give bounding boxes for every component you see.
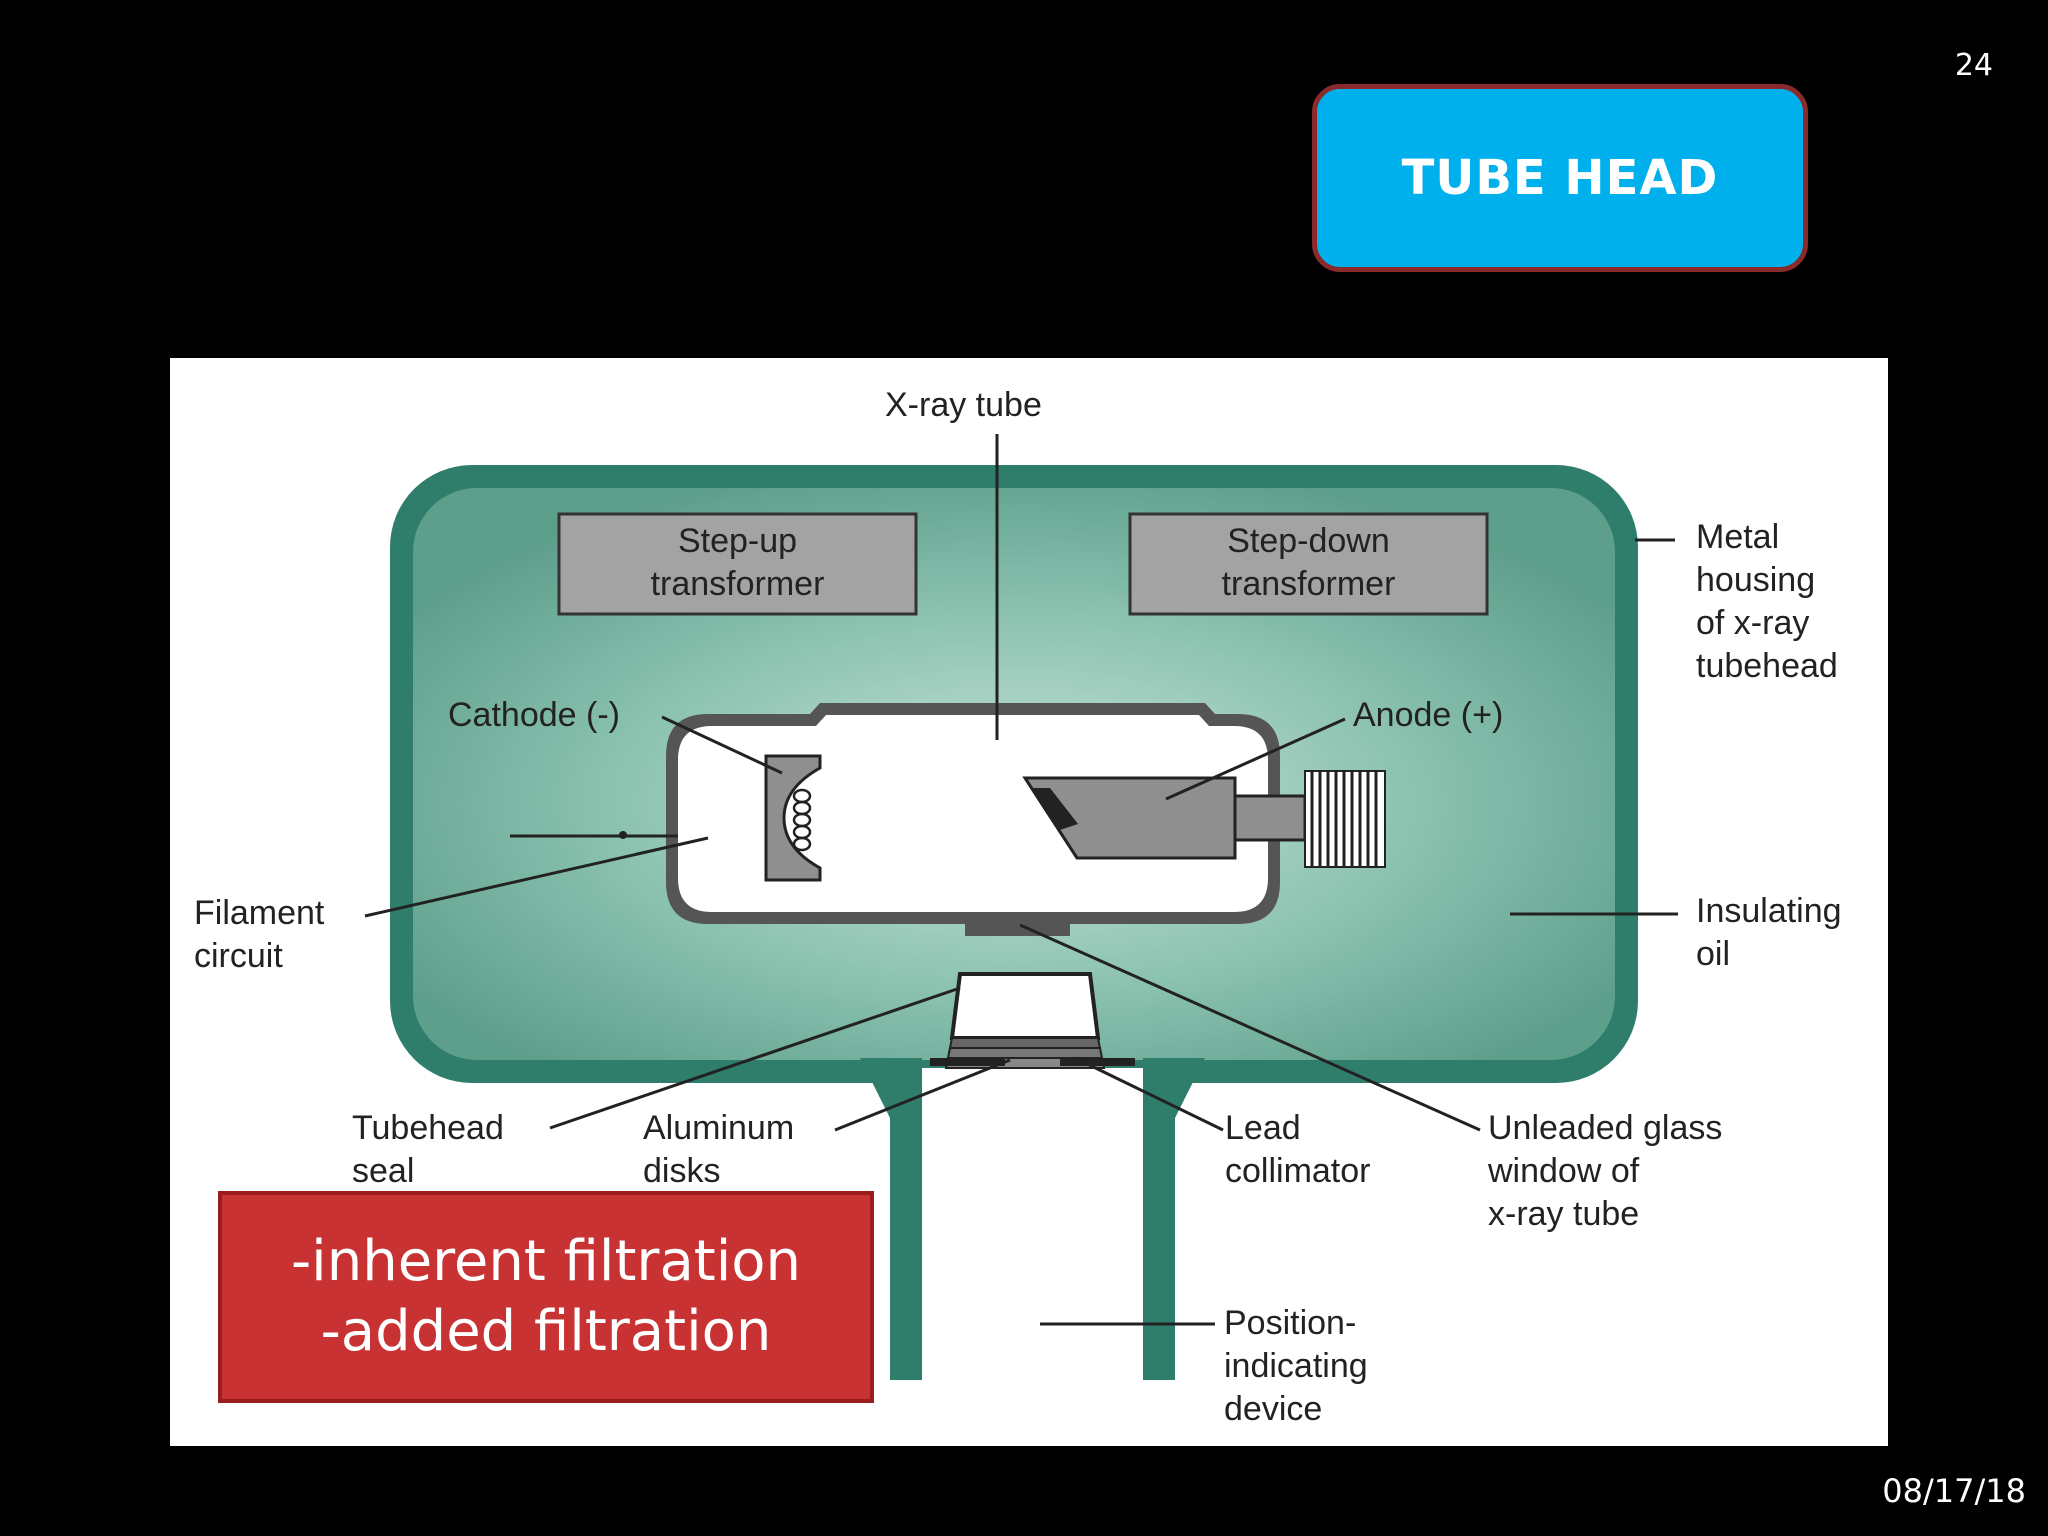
slide-date: 08/17/18 bbox=[1882, 1472, 2026, 1510]
step-up-transformer bbox=[557, 512, 918, 616]
aluminum-disks bbox=[944, 972, 1106, 1069]
label-insulating-oil: Insulating oil bbox=[1696, 892, 1842, 973]
label-step-up-transformer: Step-up transformer bbox=[650, 522, 825, 603]
filament-dot bbox=[619, 831, 627, 839]
callout-line-inherent: -inherent filtration bbox=[290, 1229, 802, 1294]
callout-line-added: -added filtration bbox=[320, 1299, 772, 1364]
leader-lines bbox=[364, 434, 1678, 1326]
slide-number: 24 bbox=[1954, 48, 1993, 83]
slide-title: TUBE HEAD bbox=[1401, 150, 1719, 206]
filament-coil bbox=[792, 788, 812, 852]
label-cathode: Cathode (-) bbox=[448, 696, 620, 734]
anode bbox=[1022, 770, 1386, 868]
label-anode: Anode (+) bbox=[1353, 696, 1504, 734]
label-tubehead-seal: Tubehead seal bbox=[352, 1109, 504, 1190]
label-metal-housing: Metal housing of x-ray tubehead bbox=[1696, 518, 1838, 685]
tube-head-diagram: X-ray tube Step-up transformer Step-down… bbox=[170, 358, 1888, 1446]
label-xray-tube: X-ray tube bbox=[885, 386, 1042, 424]
anode-cooling-fins bbox=[1304, 770, 1386, 868]
label-position-indicating-device: Position- indicating device bbox=[1224, 1304, 1368, 1428]
label-filament-circuit: Filament circuit bbox=[194, 894, 325, 975]
step-down-transformer bbox=[1128, 512, 1489, 616]
label-step-down-transformer: Step-down transformer bbox=[1221, 522, 1396, 603]
label-aluminum-disks: Aluminum disks bbox=[643, 1109, 795, 1190]
title-box: TUBE HEAD bbox=[1312, 84, 1808, 272]
label-lead-collimator: Lead collimator bbox=[1225, 1109, 1371, 1190]
label-unleaded-glass-window: Unleaded glass window of x-ray tube bbox=[1488, 1109, 1723, 1233]
lead-collimator bbox=[930, 1058, 1135, 1066]
diagram-drawing bbox=[364, 434, 1678, 1380]
pid-tube bbox=[860, 1058, 1205, 1380]
filtration-callout: -inherent filtration -added filtration bbox=[218, 1191, 874, 1403]
cathode-cup bbox=[764, 754, 822, 882]
